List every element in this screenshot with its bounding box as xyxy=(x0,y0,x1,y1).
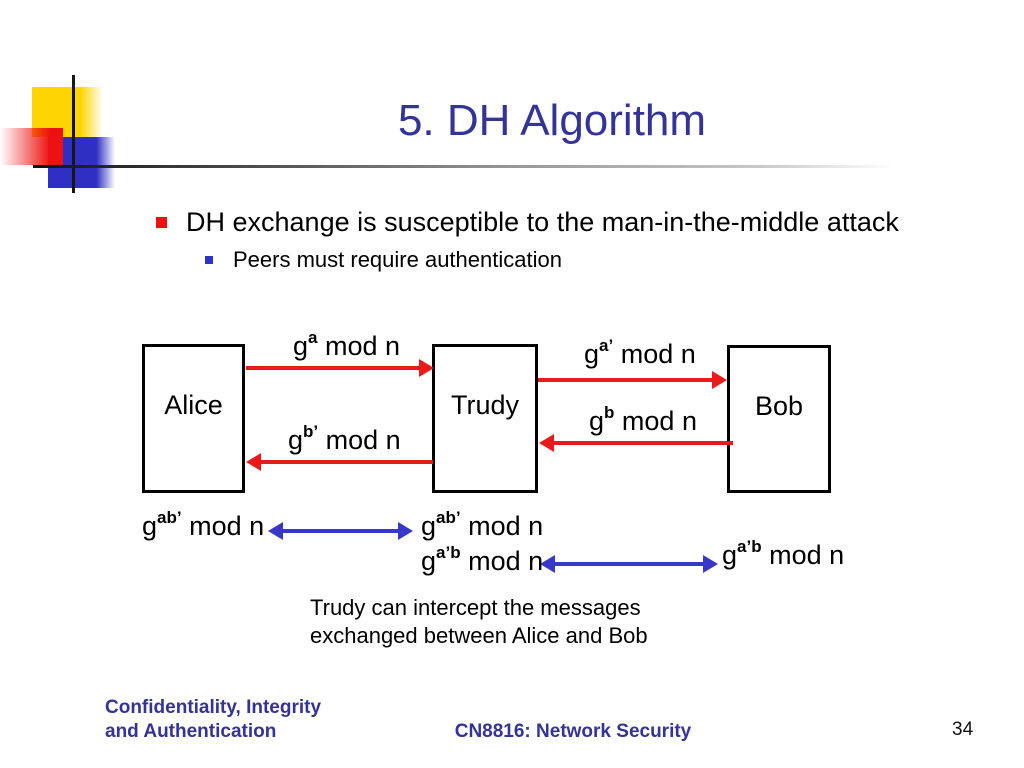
right-secret-arrow-left-head-icon xyxy=(540,555,555,573)
label-gb-prime-sup: b’ xyxy=(303,422,319,441)
bullet-sub: Peers must require authentication xyxy=(205,246,945,274)
arrow-bob-to-trudy xyxy=(554,441,733,445)
arrow-trudy-to-alice-head-icon xyxy=(246,453,261,471)
red-square-bullet-icon xyxy=(156,217,167,228)
label-ga-base: g xyxy=(293,331,309,361)
label-gb-sup: b xyxy=(604,403,615,422)
footer-topic-line1: Confidentiality, Integrity xyxy=(105,697,322,718)
bob-box: Bob xyxy=(727,345,831,493)
blue-square-bullet-icon xyxy=(205,256,213,264)
trudy-label: Trudy xyxy=(450,390,519,420)
label-gab-prime-left-base: g xyxy=(142,511,158,541)
label-gb-prime-rest: mod n xyxy=(318,425,401,455)
arrow-alice-to-trudy xyxy=(246,366,419,370)
label-gb-base: g xyxy=(589,406,605,436)
arrow-trudy-to-alice xyxy=(261,460,433,464)
diagram-caption: Trudy can intercept the messages exchang… xyxy=(310,594,648,650)
left-secret-arrow xyxy=(283,529,398,533)
bullet-main-text: DH exchange is susceptible to the man-in… xyxy=(186,207,899,237)
label-ga-prime-b-mid-rest: mod n xyxy=(460,546,544,576)
label-gb-rest: mod n xyxy=(614,406,697,436)
label-ga-prime-sup: a’ xyxy=(599,336,614,355)
label-ga-prime-b-right-sup: a’b xyxy=(737,537,762,556)
label-ga-sup: a xyxy=(308,328,318,347)
label-ga-prime: ga’ mod n xyxy=(584,336,696,370)
label-ga-prime-b-mid-sup: a’b xyxy=(436,543,461,562)
label-gab-prime-mid: gab’ mod n xyxy=(421,508,544,542)
bob-label: Bob xyxy=(754,390,804,421)
label-gab-prime-mid-sup: ab’ xyxy=(436,508,461,527)
label-ga-prime-b-right-base: g xyxy=(722,540,738,570)
trudy-box: Trudy xyxy=(432,344,538,493)
arrow-trudy-to-bob xyxy=(538,378,712,382)
left-secret-arrow-right-head-icon xyxy=(398,522,413,540)
label-gab-prime-left-rest: mod n xyxy=(181,511,265,541)
label-gb: gb mod n xyxy=(589,403,697,437)
footer-course-topic: Confidentiality, Integrity and Authentic… xyxy=(105,696,321,744)
page-number: 34 xyxy=(952,719,974,740)
arrow-alice-to-trudy-head-icon xyxy=(419,359,434,377)
caption-line1: Trudy can intercept the messages xyxy=(310,595,641,620)
caption-line2: exchanged between Alice and Bob xyxy=(310,623,648,648)
label-gab-prime-mid-rest: mod n xyxy=(460,511,544,541)
right-secret-arrow xyxy=(555,562,703,566)
label-gb-prime: gb’ mod n xyxy=(288,422,401,456)
decor-vertical-line xyxy=(72,75,75,193)
label-gab-prime-left: gab’ mod n xyxy=(142,508,265,542)
label-ga: ga mod n xyxy=(293,328,401,362)
label-ga-prime-b-mid-base: g xyxy=(421,546,437,576)
label-gab-prime-mid-base: g xyxy=(421,511,437,541)
label-ga-prime-b-mid: ga’b mod n xyxy=(421,543,544,577)
alice-label: Alice xyxy=(164,390,223,420)
arrow-trudy-to-bob-head-icon xyxy=(712,371,727,389)
slide-title: 5. DH Algorithm xyxy=(397,96,707,145)
alice-box: Alice xyxy=(142,344,245,493)
label-gab-prime-left-sup: ab’ xyxy=(157,508,182,527)
label-ga-prime-b-right-rest: mod n xyxy=(761,540,845,570)
label-ga-prime-rest: mod n xyxy=(613,339,696,369)
arrow-bob-to-trudy-head-icon xyxy=(539,434,554,452)
label-ga-rest: mod n xyxy=(317,331,401,361)
bullet-main: DH exchange is susceptible to the man-in… xyxy=(155,206,985,239)
footer-course-name: CN8816: Network Security xyxy=(454,721,692,742)
right-secret-arrow-right-head-icon xyxy=(703,555,718,573)
bullet-sub-text: Peers must require authentication xyxy=(233,247,562,272)
footer-topic-line2: and Authentication xyxy=(105,721,277,742)
label-ga-prime-base: g xyxy=(584,339,600,369)
label-ga-prime-b-right: ga’b mod n xyxy=(722,537,845,571)
title-divider-line xyxy=(33,165,920,168)
label-gb-prime-base: g xyxy=(288,425,304,455)
left-secret-arrow-left-head-icon xyxy=(268,522,283,540)
decor-red-square xyxy=(0,128,63,165)
